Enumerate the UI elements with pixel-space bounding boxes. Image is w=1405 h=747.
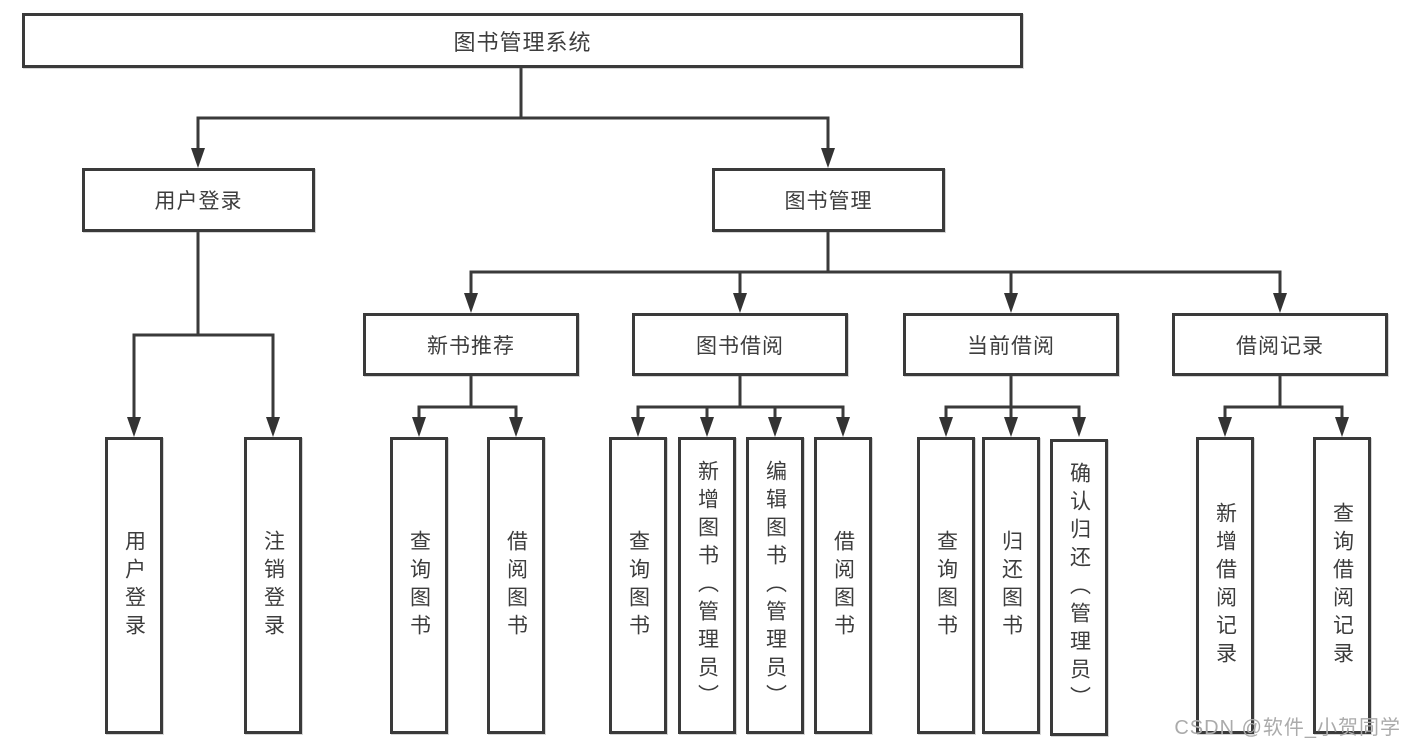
leaf-query-books-recommend: 查询图书 bbox=[390, 437, 448, 734]
node-book-management: 图书管理 bbox=[712, 168, 945, 232]
leaf-borrow-books-recommend: 借阅图书 bbox=[487, 437, 545, 734]
leaf-confirm-return-admin: 确认归还（管理员） bbox=[1050, 439, 1108, 736]
leaf-query-borrow-record: 查询借阅记录 bbox=[1313, 437, 1371, 734]
node-library-management-system: 图书管理系统 bbox=[22, 13, 1023, 68]
node-book-borrow: 图书借阅 bbox=[632, 313, 848, 376]
node-user-login: 用户登录 bbox=[82, 168, 315, 232]
arrowhead-icons bbox=[127, 148, 1349, 437]
leaf-user-login: 用户登录 bbox=[105, 437, 163, 734]
leaf-query-books-borrow: 查询图书 bbox=[609, 437, 667, 734]
leaf-add-books-admin: 新增图书（管理员） bbox=[678, 437, 736, 734]
leaf-logout: 注销登录 bbox=[244, 437, 302, 734]
leaf-add-borrow-record: 新增借阅记录 bbox=[1196, 437, 1254, 734]
node-new-book-recommend: 新书推荐 bbox=[363, 313, 579, 376]
leaf-edit-books-admin: 编辑图书（管理员） bbox=[746, 437, 804, 734]
leaf-borrow-books: 借阅图书 bbox=[814, 437, 872, 734]
leaf-query-books-current: 查询图书 bbox=[917, 437, 975, 734]
node-current-borrow: 当前借阅 bbox=[903, 313, 1119, 376]
leaf-return-books: 归还图书 bbox=[982, 437, 1040, 734]
csdn-watermark: CSDN @软件_小贺同学 bbox=[1174, 717, 1401, 739]
node-borrow-records: 借阅记录 bbox=[1172, 313, 1388, 376]
